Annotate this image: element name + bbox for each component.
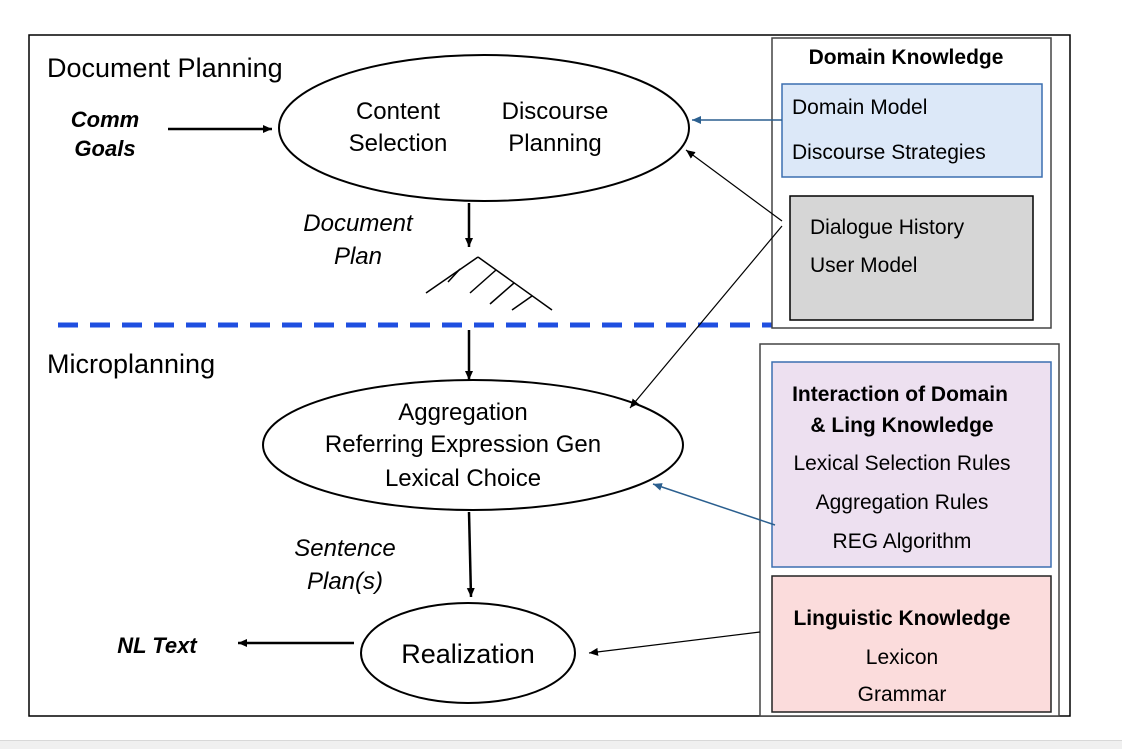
process-realization: Realization <box>401 639 535 669</box>
arrow-interaction-to-microplanning <box>652 483 776 526</box>
input-comm-goals-line2: Goals <box>74 136 135 161</box>
reg-algorithm-item: REG Algorithm <box>833 530 972 553</box>
intermediate-document-plan-line2: Plan <box>334 243 382 270</box>
document-planning-ellipse <box>278 54 690 202</box>
process-discourse-planning-line2: Planning <box>508 130 601 157</box>
process-lexical-choice: Lexical Choice <box>385 465 541 492</box>
process-content-selection-line2: Selection <box>349 130 448 157</box>
lexical-selection-rules-item: Lexical Selection Rules <box>793 452 1010 475</box>
intermediate-sentence-plan-line2: Plan(s) <box>307 568 383 595</box>
aggregation-rules-item: Aggregation Rules <box>816 491 989 514</box>
dialogue-history-item: Dialogue History <box>810 216 965 239</box>
outer-frame <box>28 34 1071 717</box>
microplanning-ellipse <box>262 379 684 511</box>
linguistic-knowledge-box <box>771 575 1052 713</box>
domain-model-item: Domain Model <box>792 96 927 119</box>
process-content-selection-line1: Content <box>356 98 440 125</box>
arrow-dialogue-to-planning <box>685 149 783 222</box>
arrow-microplanning-to-realization <box>466 511 475 598</box>
arrow-linguistic-to-realization <box>588 631 761 656</box>
process-discourse-planning-line1: Discourse <box>502 98 609 125</box>
output-nl-text: NL Text <box>117 633 198 658</box>
interaction-knowledge-box <box>771 361 1052 568</box>
interaction-title-line2: & Ling Knowledge <box>810 414 993 437</box>
arrow-dialogue-to-microplanning <box>629 225 783 409</box>
intermediate-document-plan-line1: Document <box>303 210 414 237</box>
intermediate-sentence-plan-line1: Sentence <box>294 535 395 562</box>
domain-knowledge-title: Domain Knowledge <box>809 46 1004 69</box>
lexicon-item: Lexicon <box>866 646 938 669</box>
process-aggregation: Aggregation <box>398 399 527 426</box>
input-comm-goals-line1: Comm <box>71 107 139 132</box>
interaction-title-line1: Interaction of Domain <box>792 383 1008 406</box>
dialogue-box <box>789 195 1034 321</box>
process-referring-expression: Referring Expression Gen <box>325 431 601 458</box>
bottom-rule <box>0 740 1122 749</box>
discourse-strategies-item: Discourse Strategies <box>792 141 986 164</box>
section-title-document-planning: Document Planning <box>47 53 283 83</box>
linguistic-knowledge-title: Linguistic Knowledge <box>793 607 1010 630</box>
grammar-item: Grammar <box>858 683 947 706</box>
realization-ellipse <box>360 602 576 704</box>
user-model-item: User Model <box>810 254 917 277</box>
section-title-microplanning: Microplanning <box>47 349 215 379</box>
domain-model-box <box>781 83 1043 178</box>
document-plan-tree-icon <box>425 256 553 311</box>
